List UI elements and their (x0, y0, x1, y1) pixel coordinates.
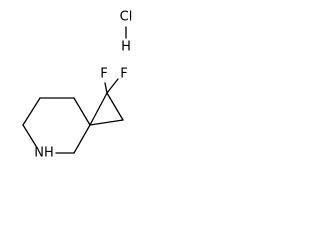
ring-bond-upper-left (22, 97, 41, 126)
fluorine-right-label: F (120, 67, 127, 82)
nitrogen-label: NH (34, 146, 54, 161)
hydrogen-label: H (121, 40, 131, 55)
c-f-bond-top (104, 82, 108, 94)
cyclopropane-bond-bottom (89, 119, 124, 126)
difluoro-substituents: F F (100, 67, 128, 94)
chemical-structure: Cl H NH F F (22, 10, 133, 161)
ring-bond-lower-left (22, 124, 37, 147)
cyclopropane-bond-right (106, 92, 124, 121)
ring-bond-upper-right (73, 97, 91, 126)
ring-bond-right (73, 124, 91, 154)
chlorine-label: Cl (120, 10, 133, 25)
hcl-salt: Cl H (120, 10, 133, 55)
fluorine-top-label: F (100, 67, 107, 82)
c-f-bond-right (106, 78, 119, 94)
piperidine-ring: NH (22, 97, 91, 161)
cyclopropane-bond-left (89, 92, 108, 126)
cyclopropane-ring (89, 92, 124, 126)
